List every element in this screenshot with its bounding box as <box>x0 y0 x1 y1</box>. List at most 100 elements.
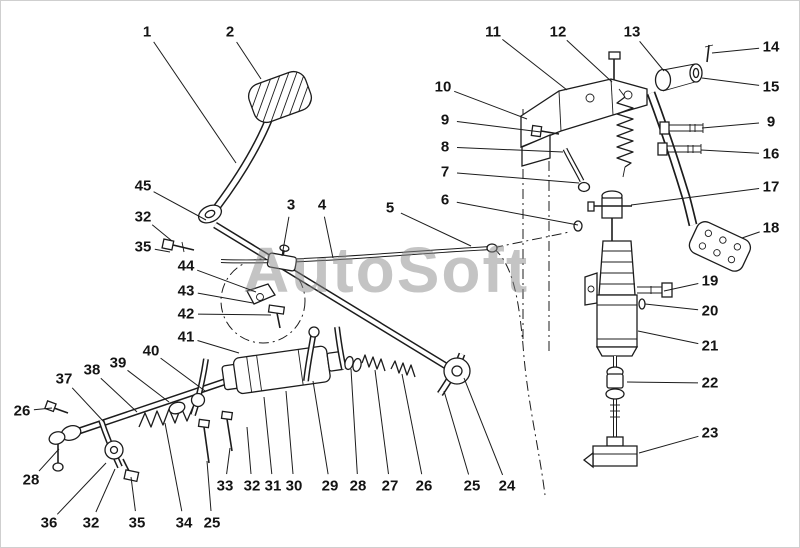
leader-line-17 <box>630 188 760 206</box>
leader-line-32 <box>151 224 173 242</box>
leader-line-22 <box>626 381 699 384</box>
callout-39: 39 <box>109 354 127 372</box>
bolt-9-right <box>659 121 704 135</box>
callout-6: 6 <box>440 191 450 209</box>
callout-33: 33 <box>216 477 234 495</box>
callout-7: 7 <box>440 163 450 181</box>
leader-line-26 <box>401 373 423 475</box>
callout-26: 26 <box>13 402 31 420</box>
callout-32: 32 <box>243 477 261 495</box>
callout-28: 28 <box>22 471 40 489</box>
callout-43: 43 <box>177 282 195 300</box>
callout-10: 10 <box>434 78 452 96</box>
leader-line-25 <box>443 390 470 475</box>
callout-41: 41 <box>177 328 195 346</box>
leader-line-30 <box>285 390 294 475</box>
callout-21: 21 <box>701 337 719 355</box>
callout-3: 3 <box>286 196 296 214</box>
callout-20: 20 <box>701 302 719 320</box>
leader-line-41 <box>197 340 240 354</box>
pedal-pad-18 <box>688 221 752 272</box>
leader-line-34 <box>164 422 183 512</box>
leader-line-33 <box>226 447 231 475</box>
leader-line-8 <box>456 147 564 153</box>
callout-14: 14 <box>762 38 780 56</box>
rod-clevis <box>266 244 298 272</box>
leader-line-20 <box>644 303 699 311</box>
leader-line-27 <box>374 369 389 475</box>
callout-8: 8 <box>440 138 450 156</box>
callout-44: 44 <box>177 257 195 275</box>
callout-45: 45 <box>134 177 152 195</box>
callout-27: 27 <box>381 477 399 495</box>
leader-line-9 <box>456 121 542 133</box>
leader-line-38 <box>100 377 138 413</box>
leader-line-45 <box>153 191 207 221</box>
callout-16: 16 <box>762 145 780 163</box>
leader-line-32 <box>95 468 116 513</box>
leader-line-35 <box>130 476 136 512</box>
callout-38: 38 <box>83 361 101 379</box>
bolt-left <box>161 238 195 253</box>
callout-37: 37 <box>55 370 73 388</box>
leader-line-26 <box>33 407 53 411</box>
leader-line-3 <box>281 216 290 257</box>
leader-line-10 <box>454 90 528 120</box>
cross-shaft-assembly <box>44 358 235 483</box>
leader-line-32 <box>246 426 252 475</box>
bolt-16 <box>657 142 702 156</box>
master-cylinder-assembly <box>221 326 471 396</box>
callout-36: 36 <box>40 514 58 532</box>
leader-line-16 <box>700 149 760 154</box>
leader-line-44 <box>197 269 257 293</box>
callout-25: 25 <box>463 477 481 495</box>
callout-19: 19 <box>701 272 719 290</box>
leader-line-40 <box>160 357 206 392</box>
callout-42: 42 <box>177 305 195 323</box>
leader-line-35 <box>154 248 171 253</box>
callout-30: 30 <box>285 477 303 495</box>
leader-line-31 <box>263 396 273 475</box>
callout-22: 22 <box>701 374 719 392</box>
callout-35: 35 <box>128 514 146 532</box>
callout-23: 23 <box>701 424 719 442</box>
callout-12: 12 <box>549 23 567 41</box>
leader-line-23 <box>638 435 699 454</box>
callout-18: 18 <box>762 219 780 237</box>
leader-line-25 <box>206 460 212 512</box>
callout-11: 11 <box>485 23 501 41</box>
callout-34: 34 <box>175 514 193 532</box>
callout-32: 32 <box>134 208 152 226</box>
leader-line-6 <box>456 201 579 226</box>
callout-9: 9 <box>766 113 776 131</box>
leader-line-5 <box>400 212 472 247</box>
leader-line-13 <box>639 40 665 72</box>
leader-line-24 <box>463 377 504 476</box>
callout-40: 40 <box>142 342 160 360</box>
leader-line-37 <box>71 387 105 423</box>
callout-31: 31 <box>264 477 282 495</box>
callout-17: 17 <box>762 178 780 196</box>
leader-line-42 <box>197 313 272 316</box>
leader-line-1 <box>153 41 237 164</box>
callout-13: 13 <box>623 23 641 41</box>
leader-line-43 <box>197 292 254 304</box>
leader-line-15 <box>701 77 760 86</box>
leader-line-7 <box>456 172 580 184</box>
leader-line-11 <box>502 39 568 91</box>
bolt-42 <box>267 304 286 329</box>
leader-line-39 <box>127 369 170 403</box>
callout-4: 4 <box>317 196 327 214</box>
callout-15: 15 <box>762 78 780 96</box>
linkage-rods <box>213 222 498 372</box>
callout-32: 32 <box>82 514 100 532</box>
callout-5: 5 <box>385 199 395 217</box>
callout-9: 9 <box>440 111 450 129</box>
leader-line-28 <box>350 368 358 475</box>
callout-29: 29 <box>321 477 339 495</box>
leader-line-29 <box>312 380 329 475</box>
leader-line-9 <box>701 122 760 129</box>
